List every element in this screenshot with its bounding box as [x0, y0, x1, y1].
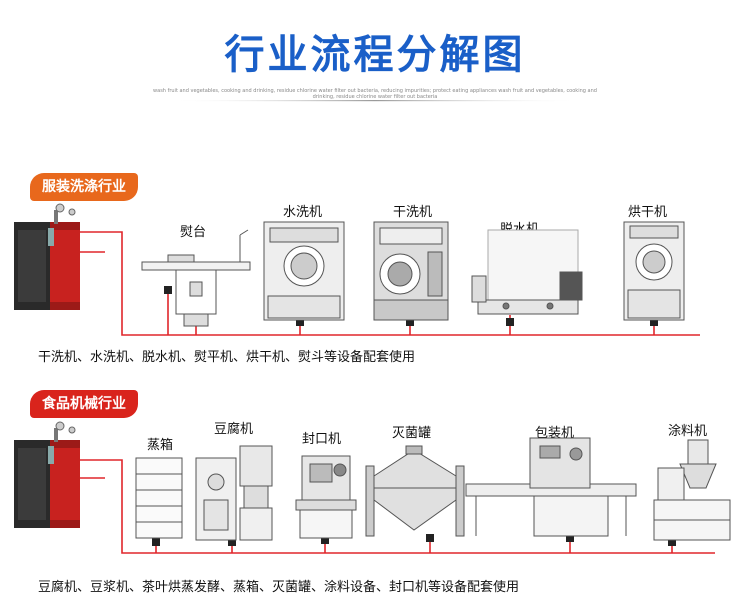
label-coater: 涂料机 [668, 424, 708, 439]
label-dry-cleaner: 干洗机 [393, 205, 433, 220]
washer-icon [263, 221, 345, 321]
label-packager: 包装机 [535, 426, 575, 441]
boiler-icon-2 [14, 421, 80, 528]
section1-description: 干洗机、水洗机、脱水机、熨平机、烘干机、熨斗等设备配套使用 [38, 350, 416, 365]
valves-section2 [152, 534, 676, 546]
dryer-icon [623, 221, 685, 321]
extractor-icon [471, 229, 583, 315]
dry-cleaner-icon [373, 221, 449, 321]
label-ironing-table: 熨台 [180, 225, 207, 240]
section1-badge: 服装洗涤行业 [30, 173, 138, 201]
coater-icon [653, 439, 731, 541]
label-dryer: 烘干机 [628, 205, 668, 220]
sterilizer-icon [365, 445, 465, 537]
boiler-icon-1 [14, 203, 80, 310]
title-underline [170, 100, 580, 102]
page-title: 行业流程分解图 [224, 32, 526, 78]
page-subtitle: wash fruit and vegetables, cooking and d… [153, 88, 597, 100]
label-washer: 水洗机 [283, 205, 323, 220]
section2-description: 豆腐机、豆浆机、茶叶烘蒸发酵、蒸箱、灭菌罐、涂料设备、封口机等设备配套使用 [38, 580, 520, 595]
label-tofu-machine: 豆腐机 [214, 422, 254, 437]
label-sealer: 封口机 [302, 432, 342, 447]
section2-badge: 食品机械行业 [30, 390, 138, 418]
steamer-icon [135, 457, 183, 539]
label-sterilizer: 灭菌罐 [392, 426, 432, 441]
label-steamer: 蒸箱 [147, 438, 174, 453]
ironing-table-icon [141, 229, 251, 327]
sealer-icon [295, 455, 357, 539]
tofu-machine-icon [195, 445, 273, 541]
packager-icon [465, 437, 637, 537]
